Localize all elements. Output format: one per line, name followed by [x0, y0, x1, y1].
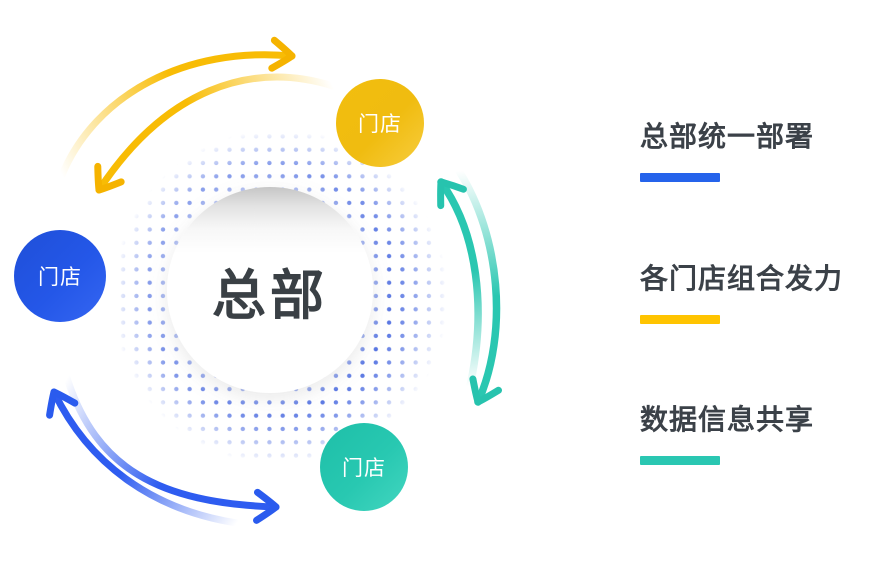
feature-underline-blue	[640, 173, 720, 182]
feature-title: 数据信息共享	[640, 404, 815, 435]
feature-item-2: 各门店组合发力	[640, 264, 843, 324]
store-badge-left-label: 门店	[38, 266, 82, 289]
store-badge-top-label: 门店	[358, 113, 402, 136]
arrow-blue-inner	[46, 388, 241, 527]
feature-item-3: 数据信息共享	[640, 405, 814, 465]
store-badge-bottom-label: 门店	[342, 457, 386, 480]
arrow-yellow-inner	[94, 73, 337, 194]
hub-label: 总部	[212, 265, 328, 326]
store-badge-top: 门店	[336, 79, 424, 167]
feature-title: 各门店组合发力	[640, 263, 844, 294]
feature-underline-yellow	[640, 315, 720, 324]
arrow-teal-outer	[455, 167, 502, 406]
feature-underline-teal	[640, 456, 720, 465]
store-badge-bottom: 门店	[320, 423, 408, 511]
cycle-diagram-graphic	[46, 36, 502, 527]
arrow-blue-outer	[63, 374, 280, 524]
hub-circle	[167, 187, 373, 393]
feature-title: 总部统一部署	[640, 121, 815, 152]
feature-item-1: 总部统一部署	[640, 122, 814, 182]
arrow-yellow-outer	[58, 36, 296, 179]
arrow-teal-inner	[437, 178, 482, 390]
store-badge-left: 门店	[14, 230, 106, 322]
